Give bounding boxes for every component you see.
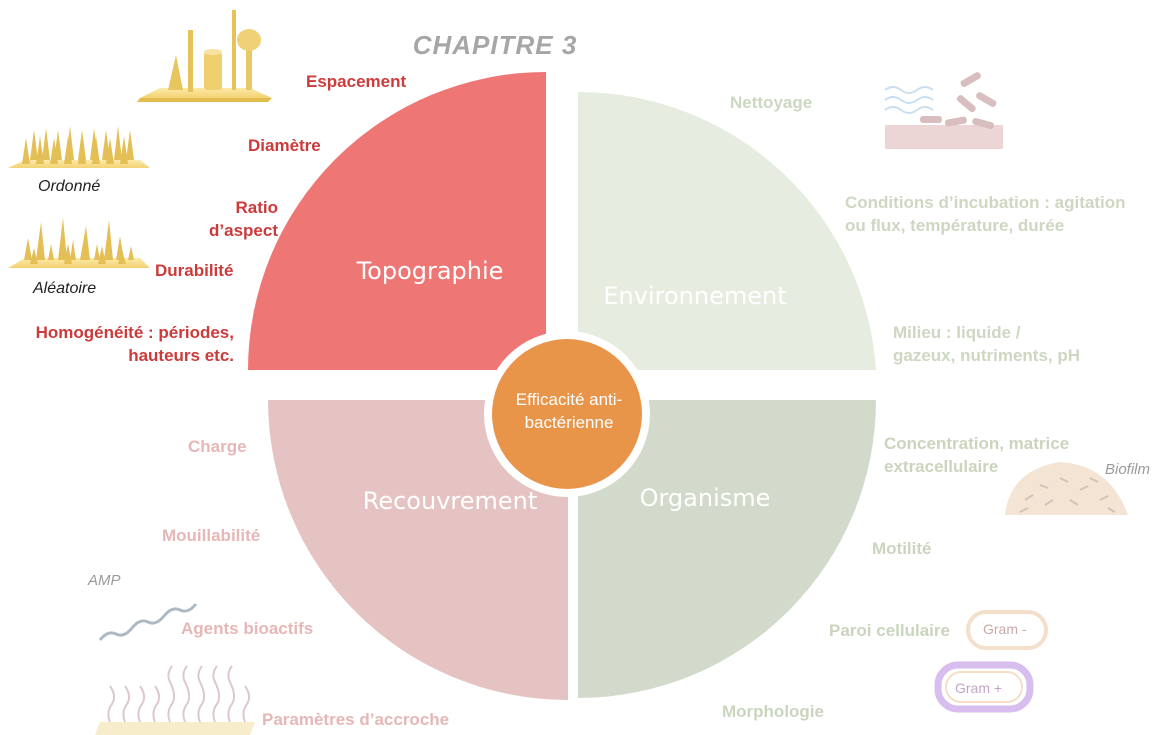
center-label: Efficacité anti-bactérienne [515,390,623,432]
label-mouillabilite: Mouillabilité [162,526,261,545]
cleaning-illustration [884,72,1003,149]
amp-helix-illustration [98,603,198,641]
quadrant-topographie [248,72,546,370]
caption-aleatoire: Aléatoire [33,280,97,297]
label-durabilite: Durabilité [155,261,234,280]
quadrant-label-organisme: Organisme [639,484,771,512]
quadrant-label-topographie: Topographie [356,257,504,285]
gram-negative-capsule [966,610,1048,650]
quadrant-recouvrement [268,400,568,700]
polymer-brush-illustration [95,665,255,735]
label-incubation: Conditions d’incubation : agitation ou f… [845,193,1126,235]
label-milieu: Milieu : liquide / gazeux, nutriments, p… [893,323,1081,365]
ordered-spikes-illustration [8,126,150,168]
label-motilite: Motilité [872,539,932,558]
label-nettoyage: Nettoyage [730,93,813,112]
label-ratio-aspect: Ratio d’aspect [209,198,278,240]
caption-ordonne: Ordonné [38,178,101,195]
label-parametres-accroche: Paramètres d’accroche [262,710,450,729]
chapter-title: CHAPITRE 3 [412,30,578,60]
gram-positive-capsule [934,661,1034,713]
caption-gram-positive: Gram + [955,680,1003,696]
label-agents-bioactifs: Agents bioactifs [181,619,314,638]
label-homogeneite: Homogénéité : périodes, hauteurs etc. [35,323,234,365]
caption-gram-negative: Gram - [983,621,1027,637]
biofilm-illustration [1005,462,1128,515]
nanostructure-shapes-illustration [137,10,272,102]
label-charge: Charge [188,437,247,456]
label-morphologie: Morphologie [722,702,824,721]
quadrant-organisme [578,400,876,698]
quadrant-environnement [578,91,876,371]
quadrant-label-recouvrement: Recouvrement [362,487,538,515]
label-diametre: Diamètre [248,136,321,155]
label-concentration: Concentration, matrice extracellulaire [884,434,1070,476]
quadrant-label-environnement: Environnement [603,282,787,310]
caption-biofilm: Biofilm [1105,461,1151,478]
random-spikes-illustration [8,218,150,268]
label-espacement: Espacement [306,72,407,91]
label-paroi-cellulaire: Paroi cellulaire [829,621,950,640]
caption-amp: AMP [88,572,121,589]
